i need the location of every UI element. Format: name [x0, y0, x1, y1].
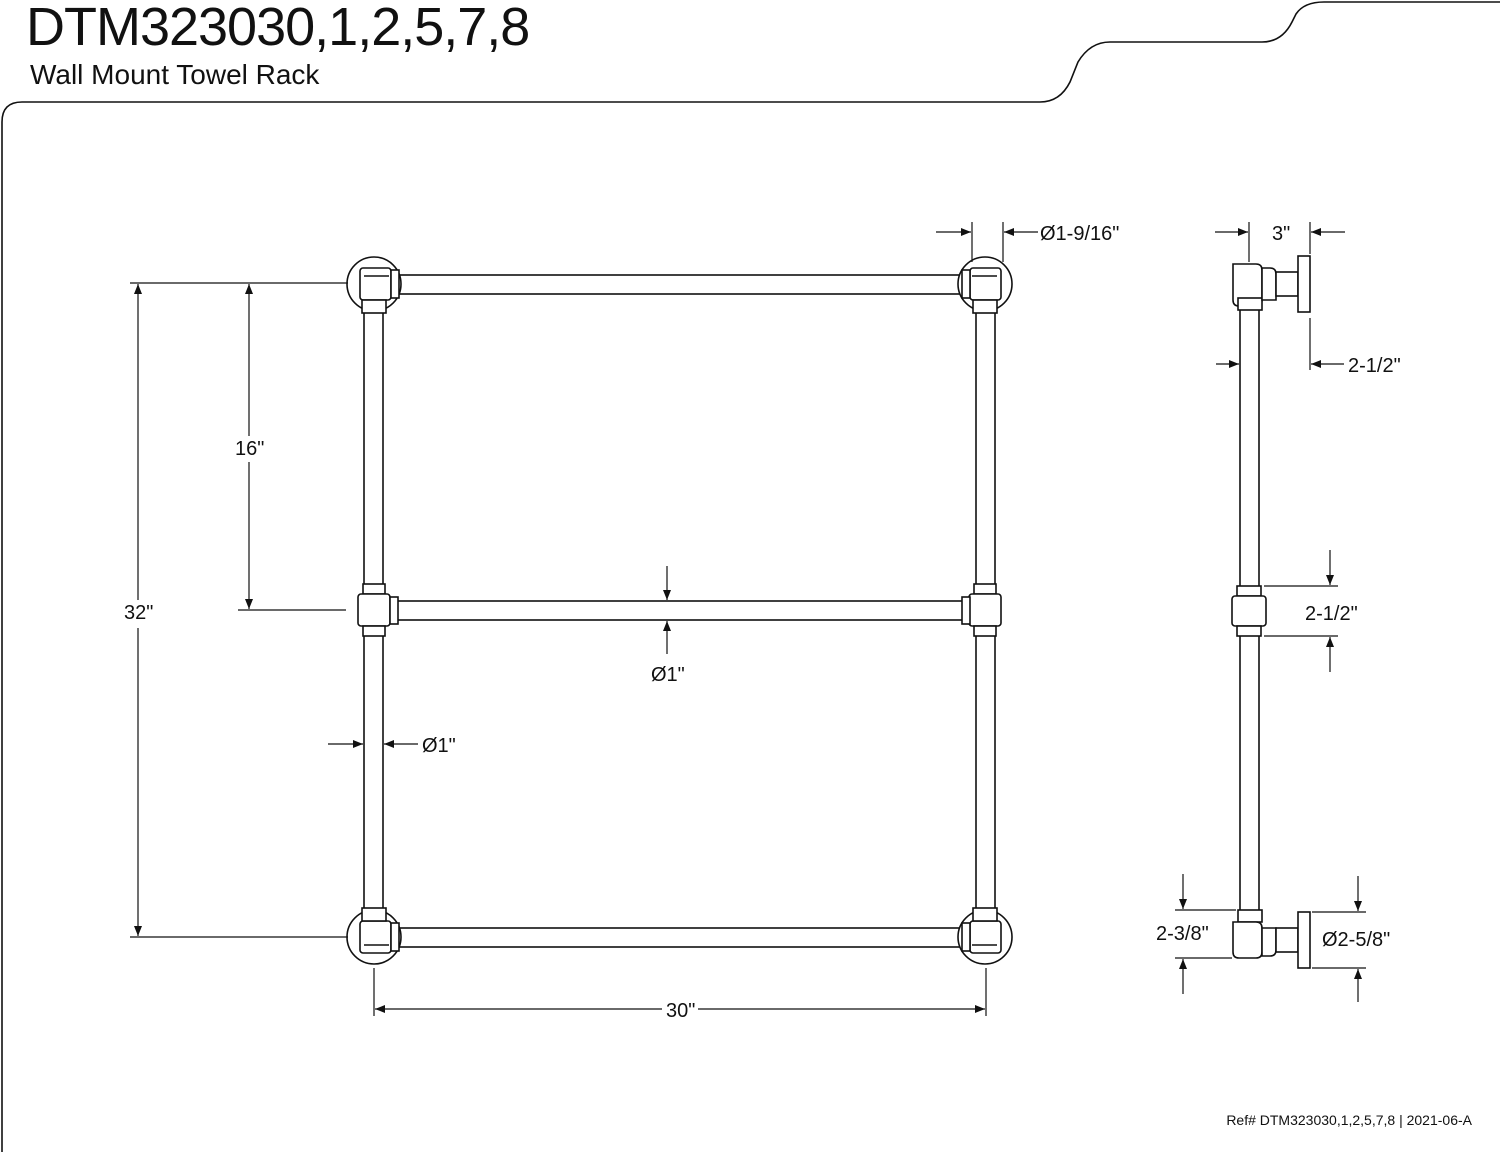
- dim-side-middle-collar: 2-1/2": [1305, 603, 1358, 625]
- top-bar: [396, 274, 964, 295]
- dim-post-diameter: Ø1": [422, 735, 456, 757]
- dim-flange-diameter: Ø2-5/8": [1322, 929, 1390, 951]
- bottom-wall-flange: [1297, 911, 1311, 969]
- dim-upper-spacing: 16": [235, 438, 264, 460]
- side-dimensions: [1175, 222, 1366, 1002]
- dim-overall-height: 32": [124, 602, 153, 624]
- corner-fitting-top-left: [346, 256, 402, 314]
- dim-side-flange-offset: 2-1/2": [1348, 355, 1401, 377]
- front-dimensions: [130, 222, 1038, 1016]
- top-wall-flange: [1297, 255, 1311, 313]
- corner-fitting-bottom-right: [957, 907, 1013, 965]
- dim-side-bottom-height: 2-3/8": [1156, 923, 1209, 945]
- tee-fitting-middle-left: [357, 583, 399, 637]
- drawing-reference: Ref# DTM323030,1,2,5,7,8 | 2021-06-A: [1226, 1112, 1472, 1128]
- dim-bar-diameter: Ø1": [651, 664, 685, 686]
- drawing-subtitle: Wall Mount Towel Rack: [30, 59, 320, 90]
- bottom-bar: [396, 927, 964, 948]
- dim-side-depth: 3": [1272, 223, 1290, 245]
- tee-fitting-middle-right: [961, 583, 1002, 637]
- middle-bar: [396, 600, 964, 621]
- drawing-title: DTM323030,1,2,5,7,8: [26, 0, 530, 57]
- front-view: [346, 256, 1013, 965]
- side-view: [1231, 255, 1311, 969]
- dim-overall-width: 30": [666, 1000, 695, 1022]
- corner-fitting-bottom-left: [346, 907, 402, 965]
- corner-fitting-top-right: [957, 256, 1013, 314]
- dim-post-diameter-top: Ø1-9/16": [1040, 223, 1119, 245]
